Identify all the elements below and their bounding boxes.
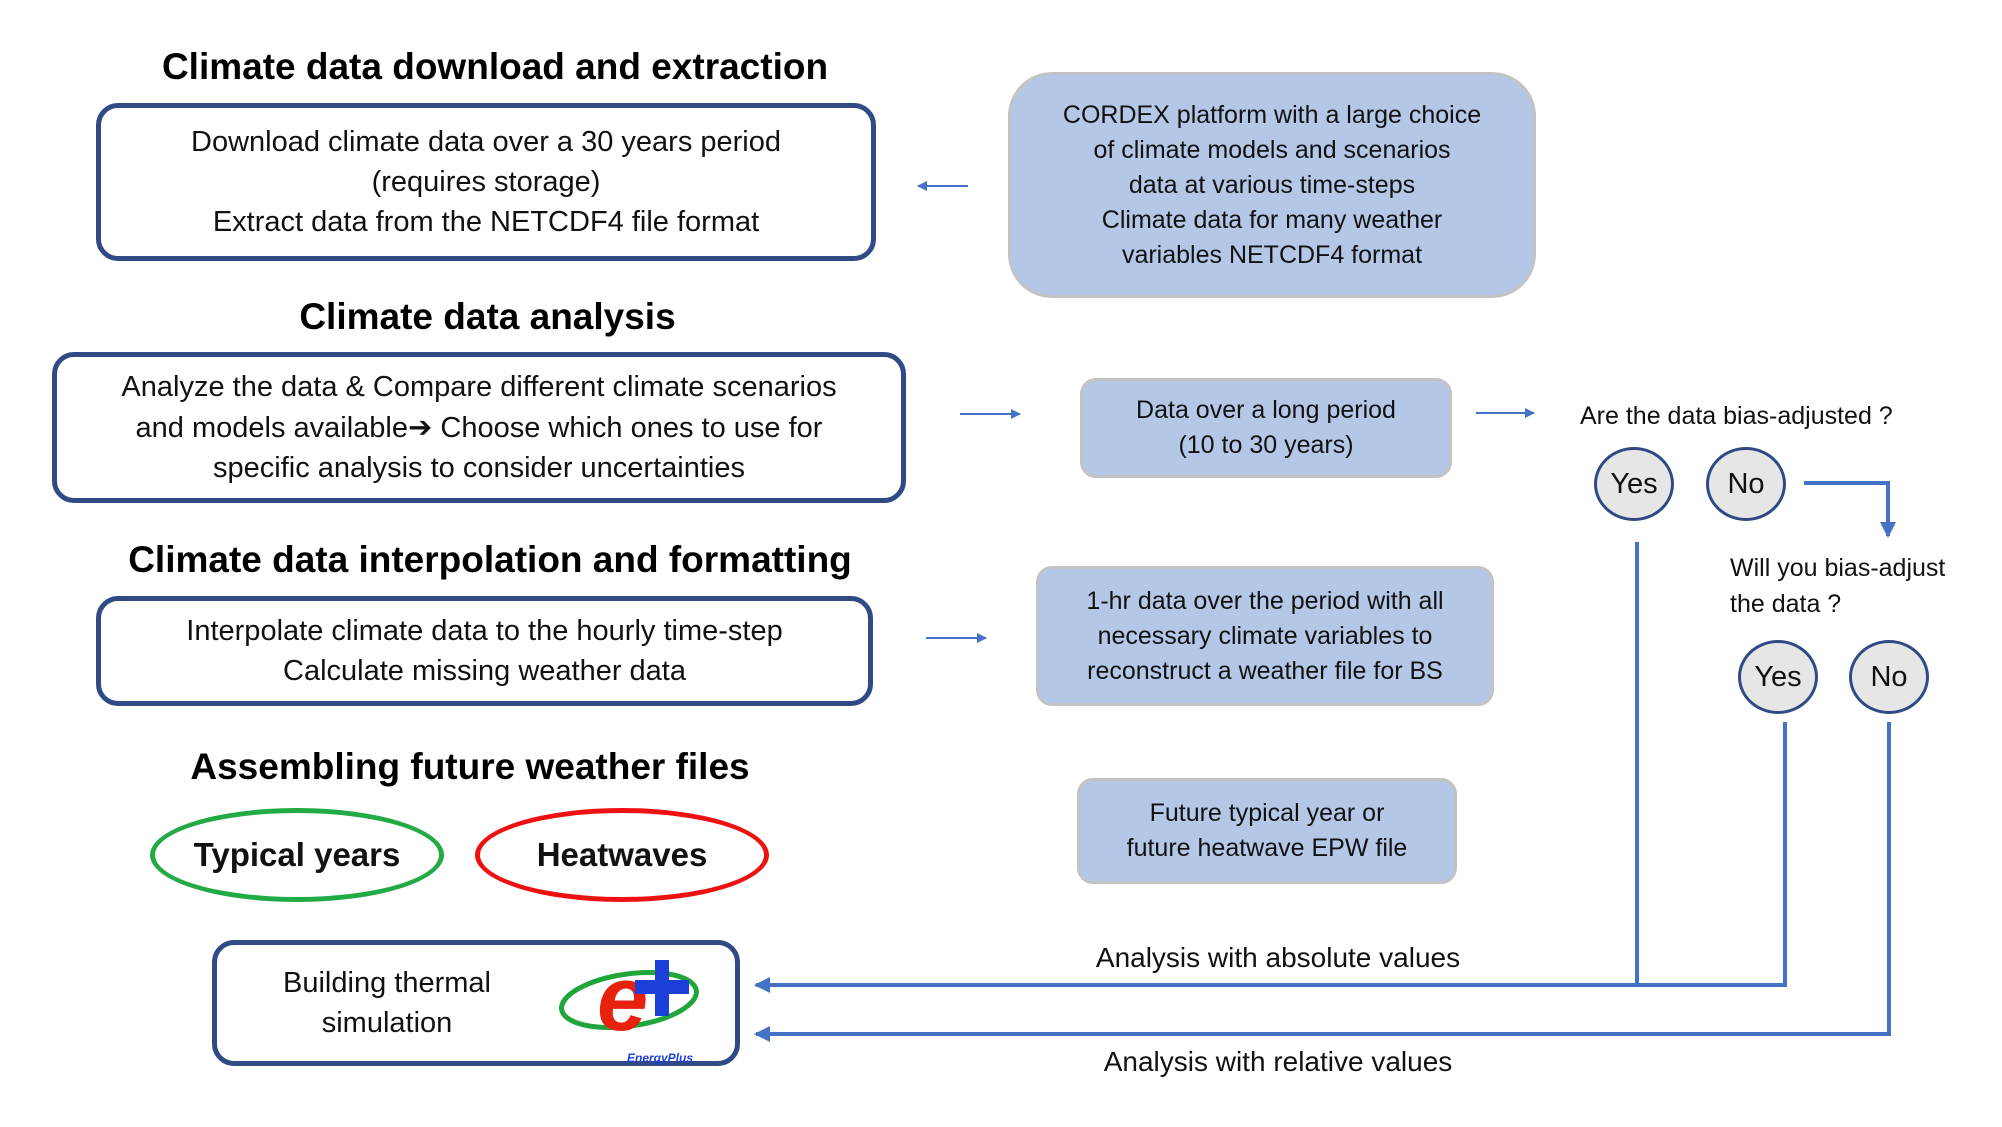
energyplus-logo-icon: e [559, 948, 699, 1050]
hourly-info-box: 1-hr data over the period with all neces… [1036, 566, 1494, 706]
long-period-line: Data over a long period [1136, 396, 1396, 424]
heading-interpolation: Climate data interpolation and formattin… [128, 539, 852, 580]
q1-no-node: No [1706, 447, 1786, 521]
cordex-line: data at various time-steps [1128, 170, 1416, 199]
typical-years-label: Typical years [193, 836, 401, 873]
cordex-line: Climate data for many weather [1101, 205, 1443, 234]
long-period-info-box: Data over a long period (10 to 30 years) [1080, 378, 1452, 478]
absolute-values-label: Analysis with absolute values [1095, 942, 1461, 973]
interpolation-line: Calculate missing weather data [283, 655, 686, 687]
epw-line: Future typical year or [1149, 799, 1385, 827]
interpolation-step-box: Interpolate climate data to the hourly t… [96, 596, 873, 706]
typical-years-oval: Typical years [150, 808, 444, 902]
q1-yes-label: Yes [1610, 467, 1658, 500]
energyplus-logo: e EnergyPlus [557, 948, 707, 1065]
simulation-text: Building thermal simulation [217, 963, 557, 1043]
analysis-line: specific analysis to consider uncertaint… [213, 452, 745, 484]
download-line: (requires storage) [371, 166, 601, 198]
download-step-box: Download climate data over a 30 years pe… [96, 103, 876, 261]
cordex-line: variables NETCDF4 format [1121, 240, 1423, 269]
long-period-line: (10 to 30 years) [1178, 431, 1354, 459]
question-will-bias-adjust: Will you bias-adjust the data ? [1730, 550, 1945, 622]
simulation-line: simulation [321, 1007, 453, 1039]
interpolation-line: Interpolate climate data to the hourly t… [186, 615, 783, 647]
hourly-line: 1-hr data over the period with all [1086, 586, 1444, 615]
hourly-line: reconstruct a weather file for BS [1087, 656, 1443, 685]
download-line: Extract data from the NETCDF4 file forma… [212, 206, 760, 238]
heading-download: Climate data download and extraction [161, 46, 829, 87]
energyplus-logo-label: EnergyPlus [627, 1051, 694, 1065]
heading-analysis: Climate data analysis [299, 296, 676, 337]
heatwaves-label: Heatwaves [536, 836, 708, 873]
question2-line: the data ? [1730, 590, 1842, 618]
analysis-line-part: Choose which ones to use for [432, 412, 823, 444]
q2-yes-label: Yes [1754, 660, 1802, 693]
question-bias-adjusted: Are the data bias-adjusted ? [1580, 402, 1893, 430]
arrow-relative-values [754, 722, 1891, 1042]
epw-info-box: Future typical year or future heatwave E… [1077, 778, 1457, 884]
right-arrow-icon: ➔ [408, 410, 433, 444]
q1-yes-node: Yes [1594, 447, 1674, 521]
cordex-line: of climate models and scenarios [1093, 135, 1451, 164]
relative-values-label: Analysis with relative values [1103, 1046, 1453, 1077]
hourly-line: necessary climate variables to [1097, 621, 1433, 650]
analysis-step-box: Analyze the data & Compare different cli… [52, 352, 906, 503]
cordex-line: CORDEX platform with a large choice [1062, 100, 1482, 129]
heatwaves-oval: Heatwaves [475, 808, 769, 902]
svg-text:e: e [597, 948, 648, 1050]
download-line: Download climate data over a 30 years pe… [191, 126, 781, 158]
analysis-line: and models available➔ Choose which ones … [136, 407, 823, 448]
question2-line: Will you bias-adjust [1730, 554, 1946, 582]
simulation-step-box: Building thermal simulation e EnergyPlus [212, 940, 740, 1066]
q2-yes-node: Yes [1738, 640, 1818, 714]
simulation-line: Building thermal [283, 967, 491, 999]
heading-assembling: Assembling future weather files [190, 746, 750, 787]
arrow-no-to-question2 [1804, 481, 1896, 538]
cordex-info-box: CORDEX platform with a large choice of c… [1008, 72, 1536, 298]
analysis-line: Analyze the data & Compare different cli… [121, 371, 837, 403]
q2-no-label: No [1870, 660, 1908, 693]
analysis-line-part: and models available [135, 412, 409, 444]
q1-no-label: No [1727, 467, 1765, 500]
q2-no-node: No [1849, 640, 1929, 714]
epw-line: future heatwave EPW file [1126, 834, 1408, 862]
